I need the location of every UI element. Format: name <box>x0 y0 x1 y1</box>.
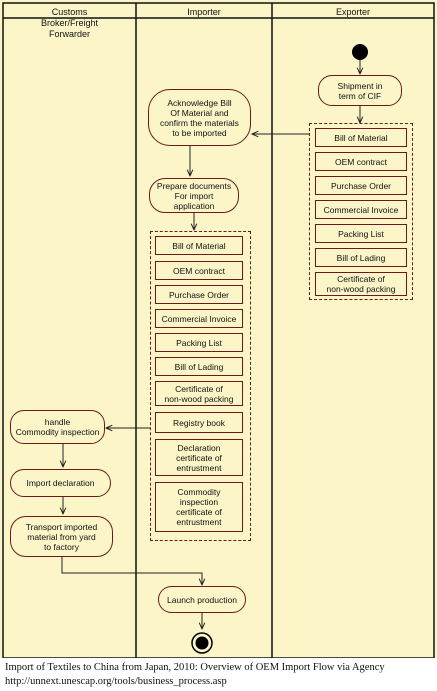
lane-title-importer: Importer <box>136 7 272 18</box>
exporter-doc-certificate-non-wood: Certificate of non-wood packing <box>315 272 407 296</box>
diagram-lines <box>2 2 435 658</box>
initial-node <box>352 44 368 60</box>
exporter-doc-bill-of-lading: Bill of Lading <box>315 248 407 267</box>
exporter-doc-commercial-invoice: Commercial Invoice <box>315 200 407 219</box>
importer-doc-oem-contract: OEM contract <box>155 261 243 280</box>
lane-title-customs: Customs Broker/Freight Forwarder <box>3 7 136 40</box>
exporter-document-group <box>309 123 413 300</box>
activity-launch-production: Launch production <box>158 586 246 613</box>
activity-import-declaration: Import declaration <box>10 469 111 497</box>
exporter-doc-packing-list: Packing List <box>315 224 407 243</box>
importer-doc-registry-book: Registry book <box>155 412 243 433</box>
caption-url: http://unnext.unescap.org/tools/business… <box>5 676 227 687</box>
exporter-doc-oem-contract: OEM contract <box>315 152 407 171</box>
activity-prepare-documents: Prepare documents For import application <box>149 178 239 213</box>
importer-doc-purchase-order: Purchase Order <box>155 285 243 304</box>
importer-document-group <box>150 231 251 541</box>
importer-doc-packing-list: Packing List <box>155 333 243 352</box>
importer-doc-commodity-inspection-entrustment: Commodity inspection certificate of entr… <box>155 482 243 532</box>
lane-title-importer-text: Importer <box>187 7 221 17</box>
activity-shipment: Shipment in term of CIF <box>318 75 402 106</box>
caption-title: Import of Textiles to China from Japan, … <box>5 662 385 673</box>
importer-doc-declaration-entrustment: Declaration certificate of entrustment <box>155 439 243 476</box>
lane-title-exporter-text: Exporter <box>335 7 370 17</box>
activity-acknowledge: Acknowledge Bill Of Material and confirm… <box>148 89 251 146</box>
importer-doc-certificate-non-wood: Certificate of non-wood packing <box>155 381 243 406</box>
activity-commodity-inspection: handle Commodity inspection <box>10 410 105 444</box>
lane-title-customs-text: Customs Broker/Freight Forwarder <box>40 7 99 39</box>
figure-caption: Import of Textiles to China from Japan, … <box>5 661 385 689</box>
diagram-border <box>2 2 435 658</box>
importer-doc-commercial-invoice: Commercial Invoice <box>155 309 243 328</box>
lane-title-exporter: Exporter <box>272 7 434 18</box>
activity-transport-material: Transport imported material from yard to… <box>10 516 113 557</box>
exporter-doc-bill-of-material: Bill of Material <box>315 128 407 147</box>
importer-doc-bill-of-lading: Bill of Lading <box>155 357 243 376</box>
exporter-doc-purchase-order: Purchase Order <box>315 176 407 195</box>
importer-doc-bill-of-material: Bill of Material <box>155 236 243 255</box>
activity-diagram: Customs Broker/Freight Forwarder Importe… <box>0 0 437 658</box>
